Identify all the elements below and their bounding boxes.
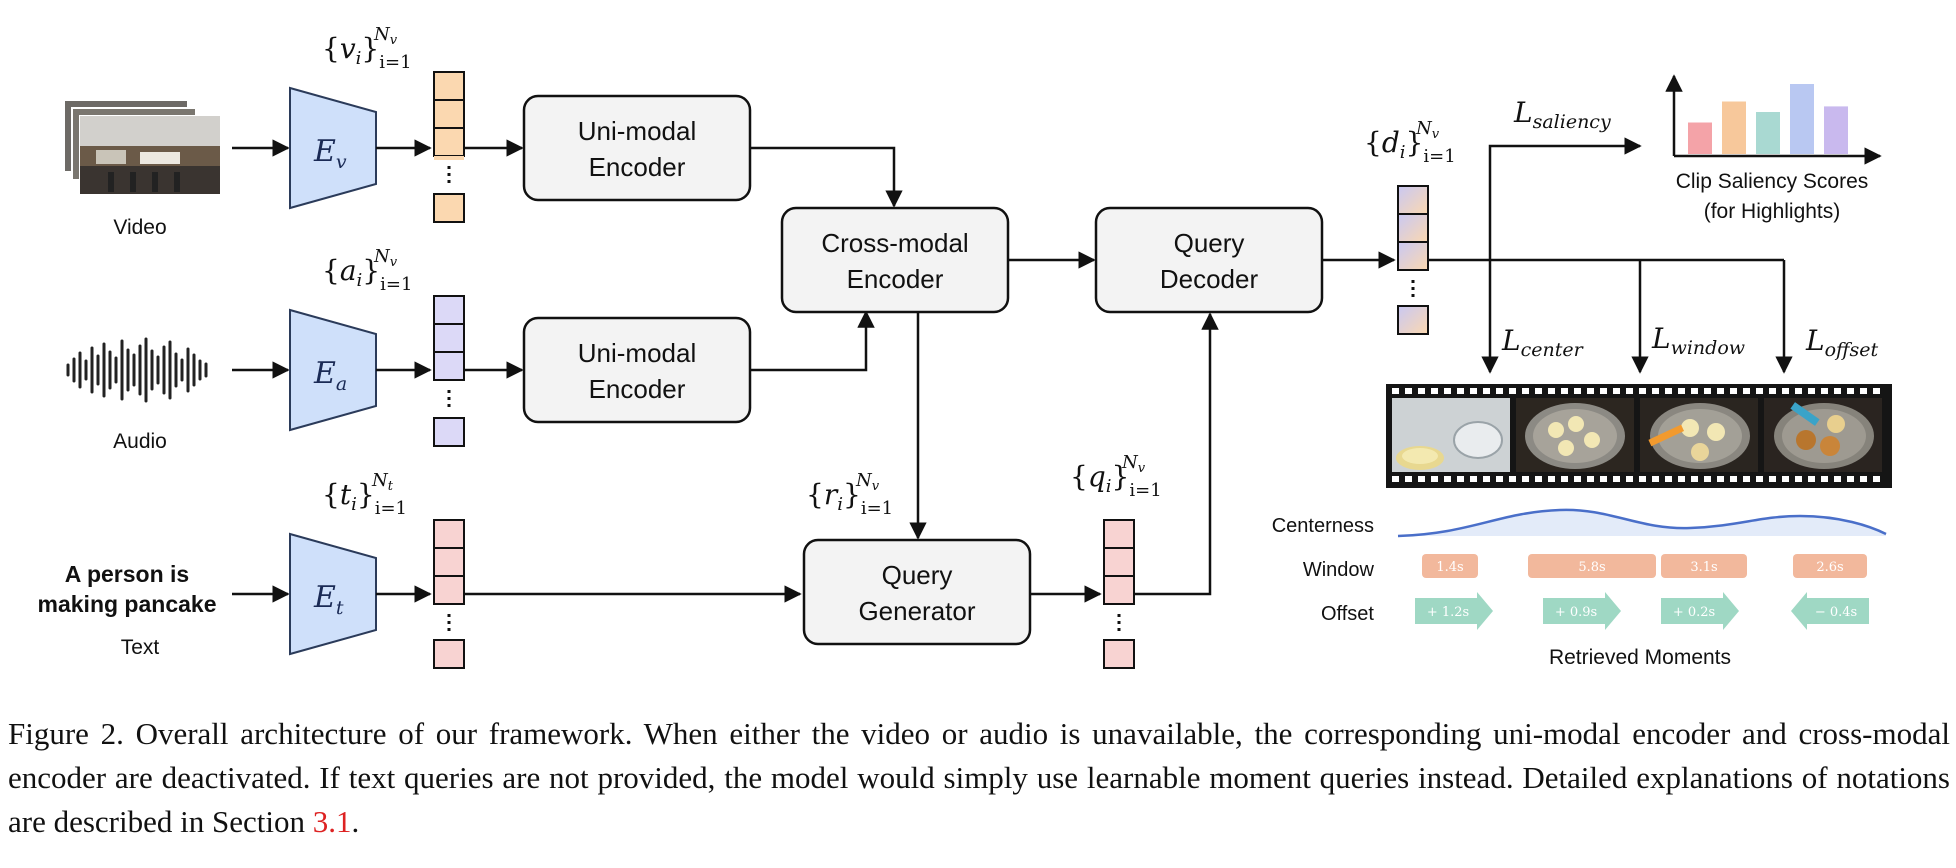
offset-arrows: + 1.2s + 0.9s + 0.2s − 0.4s bbox=[1415, 592, 1869, 630]
audio-encoder-ea: Ea bbox=[289, 308, 377, 432]
text-query-line2: making pancake bbox=[38, 591, 217, 617]
saliency-bar bbox=[1756, 112, 1780, 154]
frame-4-browned bbox=[1764, 398, 1882, 472]
loss-center: Lcenter bbox=[1501, 324, 1585, 361]
offset-arrow bbox=[1661, 592, 1739, 630]
offset-arrow bbox=[1791, 592, 1869, 630]
crossmodal-encoder: Cross-modal Encoder bbox=[780, 206, 1010, 314]
query-decoder: Query Decoder bbox=[1094, 206, 1324, 314]
video-label: Video bbox=[113, 216, 166, 239]
saliency-bar-chart bbox=[1665, 74, 1882, 165]
centerness-label: Centerness bbox=[1272, 515, 1374, 537]
notation-a: {ai}i=1Nv bbox=[322, 246, 412, 295]
centerness-curve bbox=[1397, 508, 1887, 538]
window-value: 3.1s bbox=[1690, 560, 1717, 575]
svg-text:Query: Query bbox=[882, 560, 953, 590]
window-pill bbox=[1422, 554, 1478, 578]
loss-offset: Loffset bbox=[1805, 324, 1878, 361]
audio-token-stack bbox=[433, 295, 465, 447]
saliency-bar bbox=[1688, 122, 1712, 154]
offset-value: + 0.2s bbox=[1673, 605, 1715, 620]
frame-2-pan-pancakes bbox=[1516, 398, 1634, 472]
offset-arrow bbox=[1415, 592, 1493, 630]
video-input-thumbnails bbox=[63, 99, 221, 195]
loss-saliency: Lsaliency bbox=[1513, 96, 1611, 133]
notation-v: {vi}i=1Nv bbox=[322, 24, 412, 73]
offset-value: + 1.2s bbox=[1427, 605, 1469, 620]
offset-value: + 0.9s bbox=[1555, 605, 1597, 620]
unimodal-video-encoder: Uni-modal Encoder bbox=[522, 94, 752, 202]
unimodal-audio-encoder: Uni-modal Encoder bbox=[522, 316, 752, 424]
window-pill bbox=[1793, 554, 1867, 578]
saliency-loss-arrow bbox=[1488, 137, 1642, 260]
caption-text: Figure 2. Overall architecture of our fr… bbox=[8, 716, 1950, 839]
frame-3-flipping bbox=[1640, 398, 1758, 472]
text-token-stack bbox=[433, 519, 465, 669]
loss-window: Lwindow bbox=[1651, 322, 1745, 359]
audio-label: Audio bbox=[113, 430, 167, 453]
text-query-line1: A person is bbox=[65, 561, 189, 587]
offset-value: − 0.4s bbox=[1815, 605, 1857, 620]
window-label: Window bbox=[1303, 559, 1375, 581]
saliency-chart-title-1: Clip Saliency Scores bbox=[1676, 170, 1869, 193]
svg-text:Ea: Ea bbox=[313, 356, 347, 395]
query-tokens-to-decoder-arrow bbox=[1134, 312, 1219, 596]
window-pills: 1.4s 5.8s 3.1s 2.6s bbox=[1422, 554, 1867, 578]
notation-d: {di}i=1Nv bbox=[1364, 118, 1456, 167]
saliency-chart-title-2: (for Highlights) bbox=[1704, 200, 1841, 223]
svg-text:Et: Et bbox=[313, 580, 344, 619]
svg-text:Ev: Ev bbox=[313, 134, 347, 173]
window-pill bbox=[1528, 554, 1656, 578]
offset-label: Offset bbox=[1321, 603, 1374, 625]
offset-arrow bbox=[1543, 592, 1621, 630]
video-token-stack bbox=[433, 71, 465, 223]
notation-q: {qi}i=1Nv bbox=[1070, 452, 1162, 501]
video-encoder-ev: Ev bbox=[289, 86, 377, 210]
text-encoder-et: Et bbox=[289, 532, 377, 656]
architecture-diagram: Video Audio A person is making pancake T… bbox=[38, 24, 1892, 669]
film-strip bbox=[1386, 384, 1892, 488]
svg-text:Encoder: Encoder bbox=[589, 152, 686, 182]
notation-t: {ti}i=1Nt bbox=[322, 470, 407, 519]
text-label: Text bbox=[121, 636, 160, 659]
svg-text:Decoder: Decoder bbox=[1160, 264, 1259, 294]
svg-text:Uni-modal: Uni-modal bbox=[578, 116, 697, 146]
svg-text:Query: Query bbox=[1174, 228, 1245, 258]
output-token-stack bbox=[1397, 185, 1429, 335]
frame-1-pancake-bowl bbox=[1392, 398, 1510, 472]
saliency-bar bbox=[1790, 84, 1814, 154]
notation-r: {ri}i=1Nv bbox=[806, 470, 893, 519]
query-token-stack bbox=[1103, 519, 1135, 669]
window-value: 1.4s bbox=[1436, 560, 1463, 575]
window-pill bbox=[1661, 554, 1747, 578]
window-value: 2.6s bbox=[1816, 560, 1843, 575]
svg-text:Cross-modal: Cross-modal bbox=[821, 228, 968, 258]
window-value: 5.8s bbox=[1578, 560, 1605, 575]
svg-text:Encoder: Encoder bbox=[589, 374, 686, 404]
svg-text:Uni-modal: Uni-modal bbox=[578, 338, 697, 368]
svg-text:Generator: Generator bbox=[858, 596, 975, 626]
video-unimodal-to-crossmodal-arrow bbox=[750, 146, 903, 208]
saliency-bar bbox=[1824, 106, 1848, 154]
caption-end: . bbox=[351, 804, 360, 839]
query-generator: Query Generator bbox=[802, 538, 1032, 646]
figure-caption: Figure 2. Overall architecture of our fr… bbox=[8, 712, 1950, 844]
audio-waveform-icon bbox=[66, 337, 208, 403]
audio-unimodal-to-crossmodal-arrow bbox=[750, 310, 875, 372]
retrieved-moments-label: Retrieved Moments bbox=[1549, 646, 1731, 669]
saliency-bar bbox=[1722, 101, 1746, 154]
caption-section-ref[interactable]: 3.1 bbox=[312, 804, 352, 839]
svg-text:Encoder: Encoder bbox=[847, 264, 944, 294]
